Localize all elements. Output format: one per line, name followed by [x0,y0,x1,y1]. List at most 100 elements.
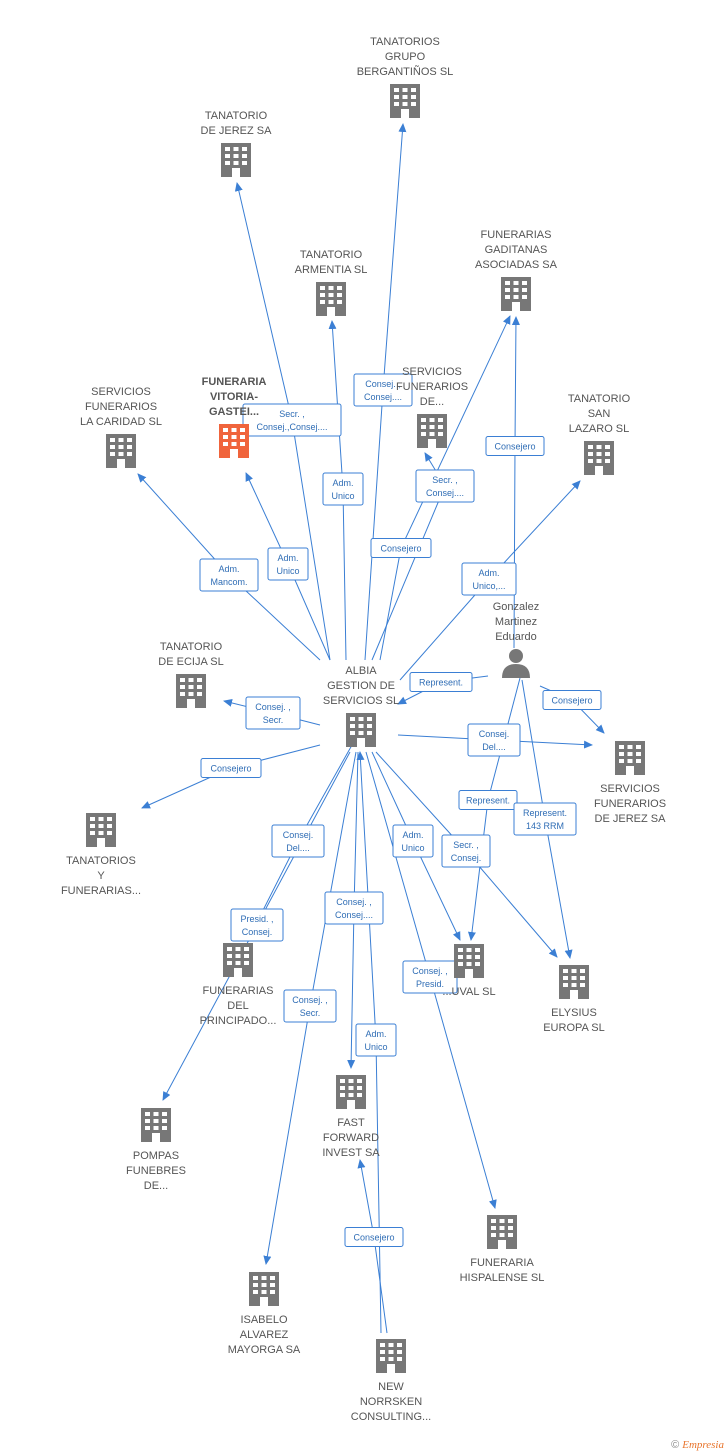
edge-label-text: Represent. [466,796,510,806]
edge-label-gonzalez-uval[interactable]: Represent. [458,790,518,810]
edge-label-norrsken-fast_forward[interactable]: Consejero [344,1227,404,1247]
node-label-line: GRUPO [385,51,426,63]
edge-label-box [441,834,491,868]
edge-label-box [245,696,301,730]
node-principado[interactable]: FUNERARIASDELPRINCIPADO... [200,943,277,1027]
node-label-line: MAYORGA SA [228,1344,301,1356]
edge-label-norrsken-albia[interactable]: Adm.Unico [355,1023,397,1057]
edge-label-text: Adm. [402,830,423,840]
edge-label-gonzalez-albia[interactable]: Represent. [409,672,473,692]
node-label-line: SAN [588,408,611,420]
node-label-line: DEL [227,1000,248,1012]
building-icon [346,713,376,747]
edge-label-albia-jerez[interactable]: Secr. ,Consej.,Consej.... [242,403,342,437]
edge-label-albia-grupo_bergantinos[interactable]: Consej. ,Consej.... [353,373,413,407]
edge-label-albia-elysius[interactable]: Secr. ,Consej. [441,834,491,868]
edge-label-albia-san_lazaro[interactable]: Adm. Unico,... [461,562,517,596]
node-label-line: HISPALENSE SL [460,1272,545,1284]
edge-label-albia-isabelo[interactable]: Consej. ,Secr. [283,989,337,1023]
empresia-watermark: © Empresia [671,1439,724,1451]
edge-label-albia-uval[interactable]: Adm. Unico [392,824,434,858]
building-icon [176,674,206,708]
building-icon [249,1272,279,1306]
edge-label-text: Consej.,Consej.... [256,422,327,432]
edge-label-gonzalez-gaditanas[interactable]: Consejero [485,436,545,456]
node-uval[interactable]: ...UVAL SL [442,944,496,998]
edge-label-albia-armentia[interactable]: Adm.Unico [322,472,364,506]
node-pompas[interactable]: POMPASFUNEBRESDE... [126,1108,186,1192]
edge-label-text: Unico [364,1042,387,1052]
edge-label-albia-tanatorios_y[interactable]: Consejero [200,758,262,778]
edge-label-albia-ecija[interactable]: Consej. , Secr. [245,696,301,730]
node-hispalense[interactable]: FUNERARIA HISPALENSE SL [460,1215,545,1284]
node-label-line: DE JEREZ SA [201,125,273,137]
edge-label-text: Unico [401,843,424,853]
node-serv_de[interactable]: SERVICIOSFUNERARIOSDE... [396,366,468,448]
node-label-line: PRINCIPADO... [200,1015,277,1027]
node-label-line: ARMENTIA SL [295,264,368,276]
edge-label-box [322,472,364,506]
edge-label-text: Consej. , [255,702,291,712]
node-norrsken[interactable]: NEWNORRSKENCONSULTING... [351,1339,431,1423]
edge-label-albia-hispalense[interactable]: Consej. ,Presid. [402,960,458,994]
node-label-line: ELYSIUS [551,1007,597,1019]
edge-label-text: Adm. [478,568,499,578]
node-label-line: GADITANAS [485,244,548,256]
edge-label-text: Unico,... [472,581,505,591]
node-label-line: FUNERARIOS [396,381,468,393]
edge-label-text: Secr. [263,715,284,725]
building-icon [86,813,116,847]
edge-label-gonzalez-serv_jerez[interactable]: Consejero [542,690,602,710]
building-icon [336,1075,366,1109]
building-icon [223,943,253,977]
node-label-line: FORWARD [323,1132,379,1144]
node-label-line: SERVICIOS [402,366,462,378]
node-san_lazaro[interactable]: TANATORIO SAN LAZARO SL [568,393,631,475]
edge-label-text: Consej. , [336,897,372,907]
node-label-line: Gonzalez [493,601,539,613]
node-label-line: TANATORIO [568,393,631,405]
building-icon [417,414,447,448]
node-vitoria[interactable]: FUNERARIAVITORIA-GASTEI... [202,376,267,458]
edge-label-text: Consej. , [412,966,448,976]
edge-label-gonzalez-elysius[interactable]: Represent.143 RRM [513,802,577,836]
edge-label-albia-serv_jerez[interactable]: Consej.Del.... [467,723,521,757]
edge-label-albia-serv_de[interactable]: Secr. ,Consej.... [415,469,475,503]
node-label-line: FUNERARIOS [594,798,666,810]
edge-label-box [485,436,545,456]
edge-labels-layer: Consej. ,Consej.... Secr. ,Consej.,Consej… [199,373,602,1247]
edge-label-albia-principado[interactable]: Consej.Del.... [271,824,325,858]
node-label-line: FUNERARIA [470,1257,534,1269]
edge-label-albia-gaditanas[interactable]: Consejero [370,538,432,558]
node-label-line: GASTEI... [209,406,259,418]
edge-label-albia-caridad[interactable]: Adm.Mancom. [199,558,259,592]
building-icon [376,1339,406,1373]
edge-label-box [409,672,473,692]
node-label-line: LAZARO SL [569,423,630,435]
node-tanatorios_y[interactable]: TANATORIOSYFUNERARIAS... [61,813,141,897]
node-label-line: DE JEREZ SA [595,813,667,825]
node-label-line: INVEST SA [322,1147,380,1159]
edge-label-albia-fast_forward[interactable]: Consej. ,Consej.... [324,891,384,925]
edge-label-albia-pompas[interactable]: Presid. ,Consej. [230,908,284,942]
edge-label-box [355,1023,397,1057]
node-label-line: POMPAS [133,1150,179,1162]
node-label-line: TANATORIOS [66,855,136,867]
node-label-line: BERGANTIÑOS SL [357,65,454,78]
node-label-line: CONSULTING... [351,1411,431,1423]
edge-label-albia-vitoria[interactable]: Adm.Unico [267,547,309,581]
